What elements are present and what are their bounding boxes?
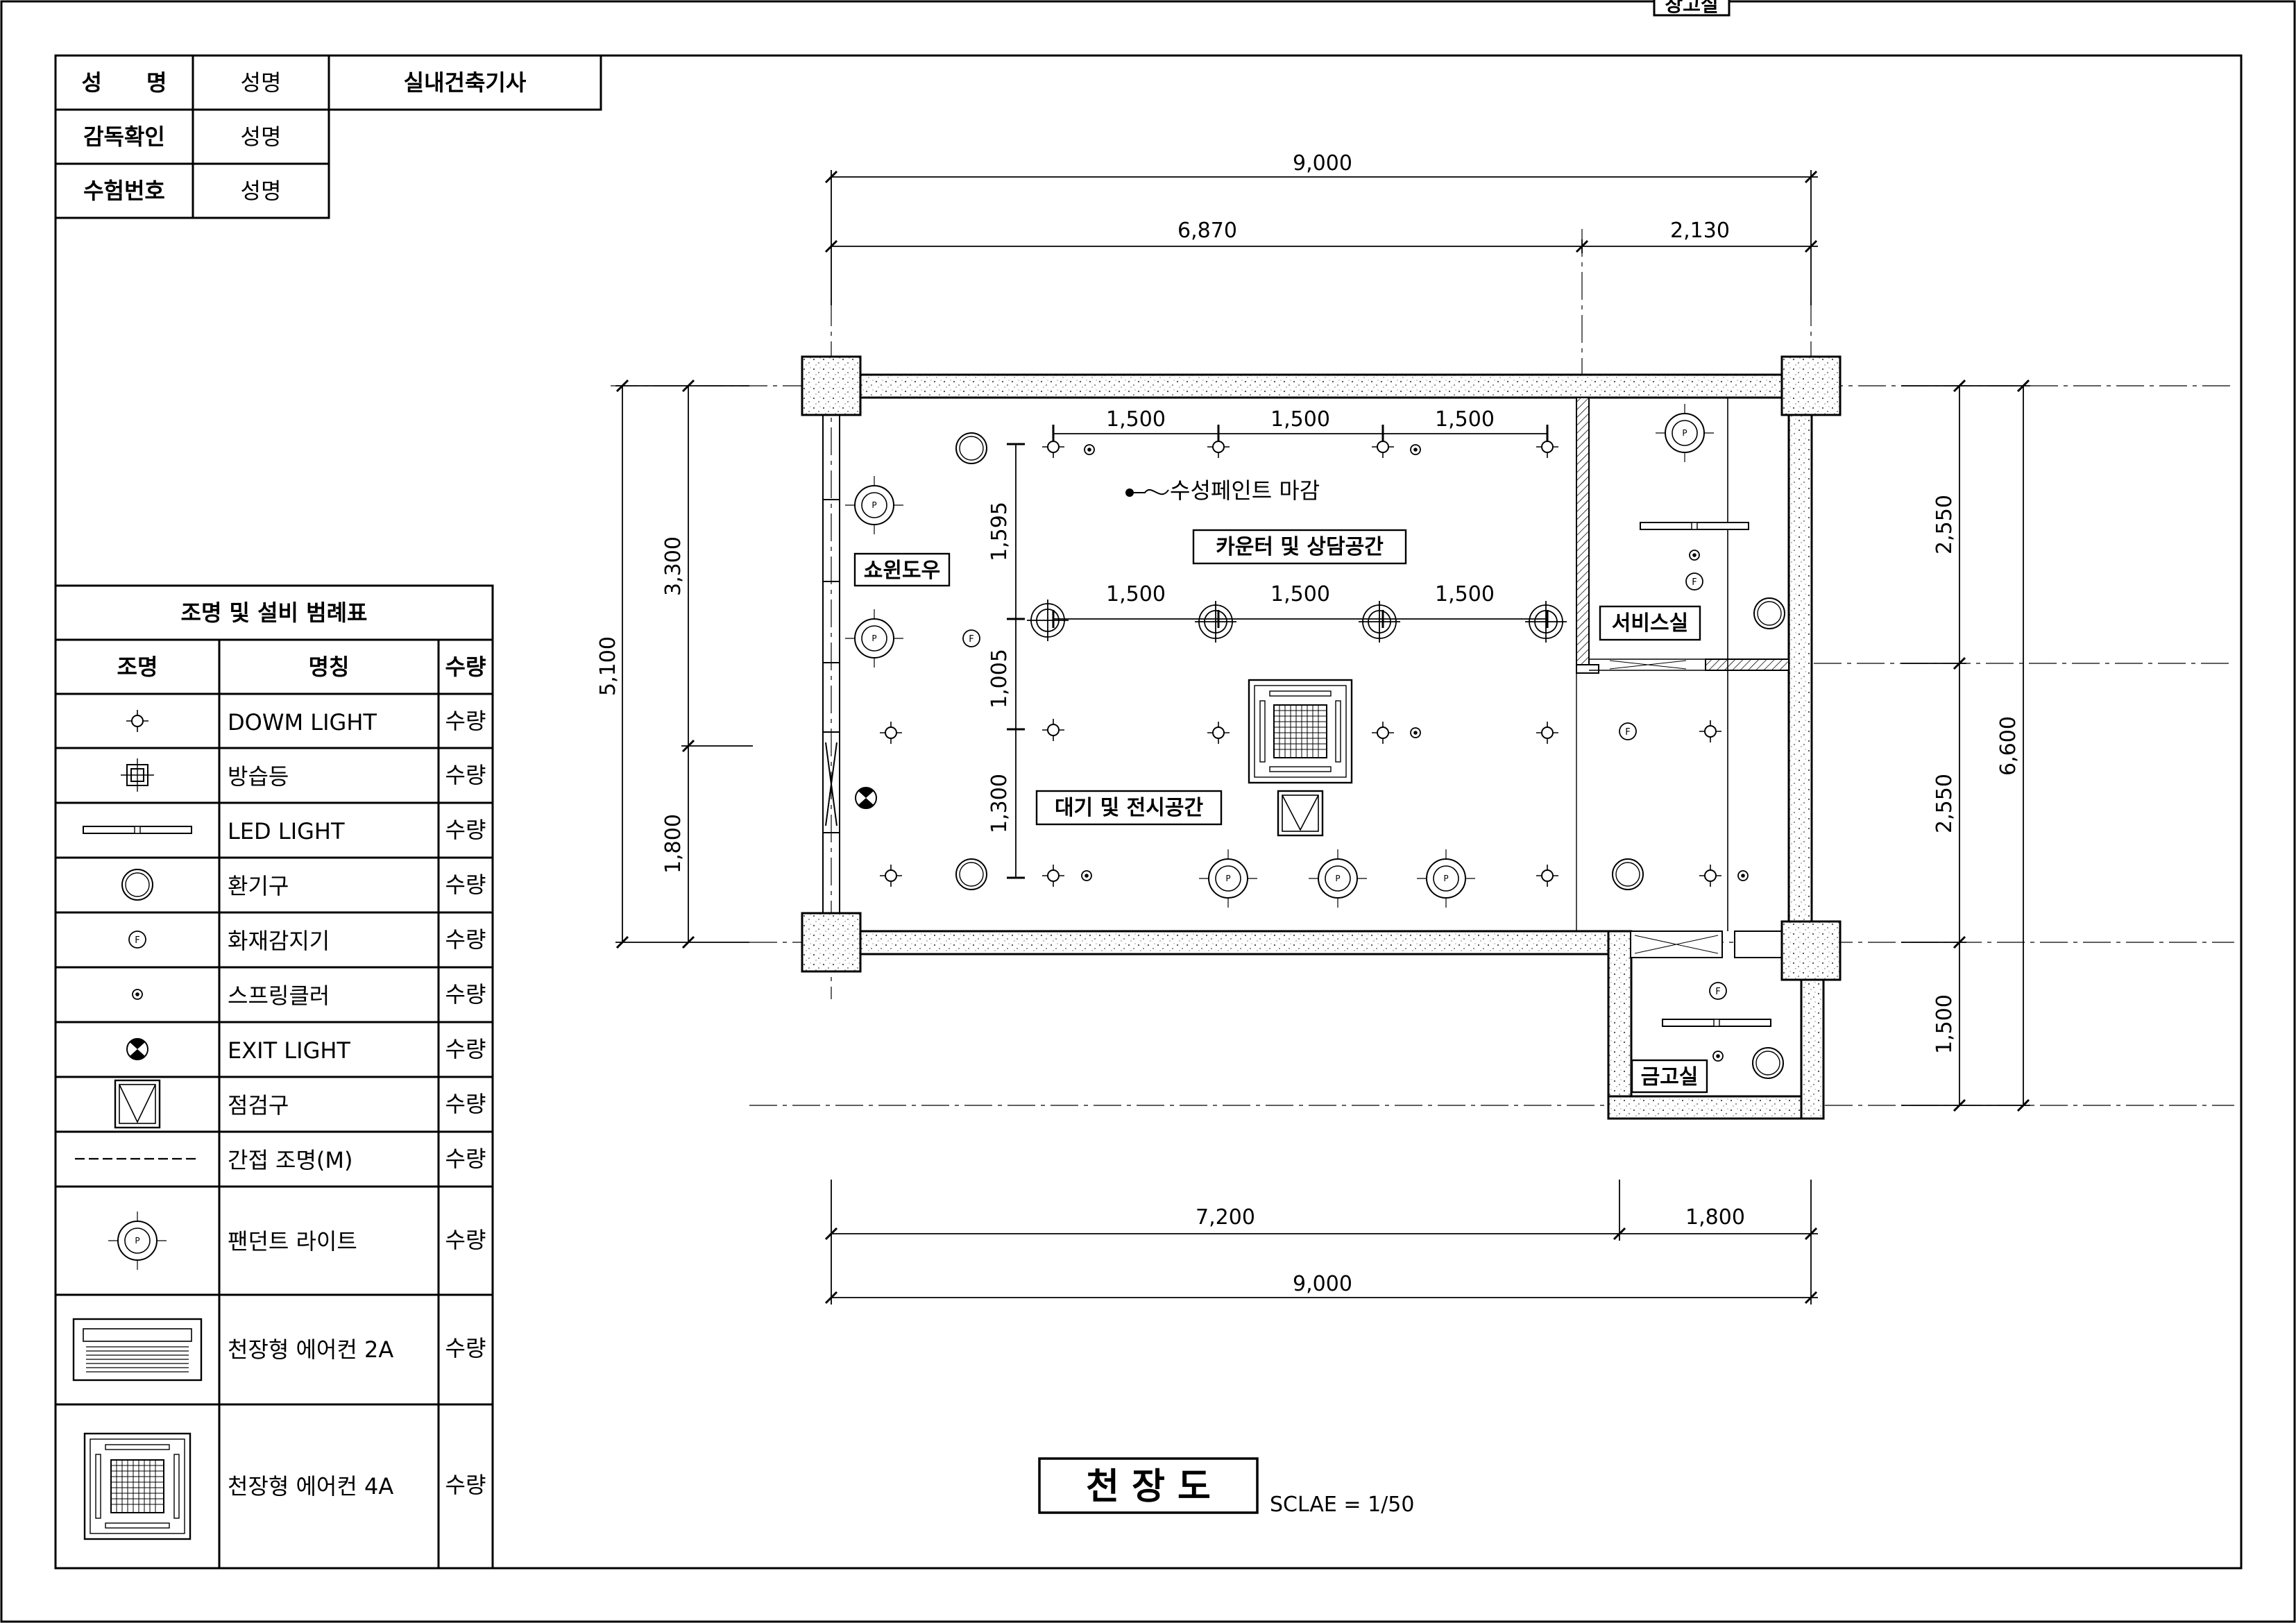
dim-left-total: 5,100 (596, 636, 620, 696)
room-label-vault: 금고실 (1641, 1065, 1699, 1089)
room-label-showwindow: 쇼윈도우 (864, 559, 940, 583)
aircon-4way-icon (1248, 679, 1353, 784)
pendant-light-icon (108, 1211, 167, 1271)
title-exam: 실내건축기사 (404, 69, 527, 96)
downlight-icon (1027, 600, 1567, 643)
dim-top-b: 2,130 (1670, 219, 1730, 243)
legend-item-qty: 수량 (445, 708, 486, 734)
exit-light-icon (126, 1038, 148, 1060)
legend-item-qty: 수량 (445, 1146, 486, 1172)
title-row-label-supervisor: 감독확인 (83, 124, 165, 150)
room-label-service: 서비스실 (1612, 611, 1688, 636)
drawing-title-box (1038, 1457, 1259, 1514)
legend-item-name: 방습등 (228, 763, 289, 790)
room-label-counter: 카운터 및 상담공간 (1216, 535, 1384, 559)
top-cut-label-box (1653, 0, 1730, 17)
legend-title: 조명 및 설비 범례표 (181, 600, 368, 626)
sprinkler-icon (1081, 444, 1749, 1062)
dim-inner-mid-3: 1,500 (1435, 582, 1495, 606)
legend-item-name: LED LIGHT (228, 818, 345, 844)
legend-item-qty: 수량 (445, 872, 486, 898)
title-row-value-exam-no: 성명 (241, 178, 282, 204)
legend-item-name: 환기구 (228, 873, 289, 899)
legend-table (54, 584, 494, 1570)
exterior-walls (830, 373, 1825, 1120)
legend-header-qty: 수량 (445, 654, 486, 680)
dim-bottom-b: 1,800 (1685, 1205, 1745, 1230)
dim-right-total: 6,600 (1996, 716, 2021, 776)
top-cut-label: 창고실 (1665, 0, 1718, 16)
access-hatch-icon (114, 1079, 161, 1129)
room-label-box (1631, 1059, 1708, 1094)
legend-item-qty: 수량 (445, 926, 486, 953)
aircon-4way-icon (83, 1432, 192, 1540)
aircon-2way-icon (72, 1318, 203, 1382)
ventilator-icon (121, 869, 153, 901)
dim-right-c: 1,500 (1932, 994, 1957, 1054)
moisture-proof-light-icon (121, 758, 154, 792)
legend-item-name: 천장형 에어컨 2A (228, 1336, 393, 1363)
dim-inner-top-2: 1,500 (1270, 407, 1330, 432)
dimension-lines (615, 170, 2030, 1305)
dim-inner-v-2: 1,005 (987, 649, 1012, 708)
legend-item-name: 천장형 에어컨 4A (228, 1473, 393, 1499)
led-light-icon (1662, 1019, 1771, 1027)
legend-item-qty: 수량 (445, 1227, 486, 1253)
room-label-box (853, 552, 951, 587)
dim-inner-v-3: 1,300 (987, 774, 1012, 833)
room-label-box (1035, 790, 1223, 826)
drawing-title: 천 장 도 (1086, 1466, 1211, 1508)
legend-item-name: 스프링클러 (228, 983, 330, 1009)
dim-inner-top-1: 1,500 (1106, 407, 1166, 432)
room-label-box (1599, 605, 1701, 641)
dim-right-a: 2,550 (1932, 495, 1957, 554)
drawing-scale: SCLAE = 1/50 (1270, 1493, 1414, 1517)
finish-note: 수성페인트 마감 (1170, 477, 1320, 504)
dim-inner-top-3: 1,500 (1435, 407, 1495, 432)
legend-item-name: 팬던트 라이트 (228, 1228, 357, 1255)
legend-item-qty: 수량 (445, 817, 486, 843)
room-label-box (1192, 529, 1407, 565)
legend-item-name: DOWM LIGHT (228, 709, 377, 736)
finish-note-leader (1125, 488, 1169, 497)
legend-item-qty: 수량 (445, 981, 486, 1008)
dim-inner-v-1: 1,595 (987, 502, 1012, 561)
legend-item-name: 화재감지기 (228, 928, 330, 954)
dim-left-a: 3,300 (661, 536, 686, 596)
legend-item-name: 점검구 (228, 1092, 289, 1119)
dim-inner-mid-1: 1,500 (1106, 582, 1166, 606)
legend-item-qty: 수량 (445, 1091, 486, 1117)
legend-header-name: 명칭 (309, 654, 350, 680)
legend-item-qty: 수량 (445, 1335, 486, 1361)
legend-item-qty: 수량 (445, 1472, 486, 1498)
dim-right-b: 2,550 (1932, 774, 1957, 833)
legend-header-icon: 조명 (117, 654, 158, 680)
legend-item-name: EXIT LIGHT (228, 1037, 350, 1064)
led-light-icon (1640, 522, 1749, 530)
title-row-value-supervisor: 성명 (241, 124, 282, 150)
title-block (54, 54, 602, 219)
downlight-icon (126, 709, 149, 733)
dim-top-a: 6,870 (1177, 219, 1237, 243)
dim-top-total: 9,000 (1293, 151, 1352, 176)
interior-partitions (1576, 397, 1789, 958)
dim-inner-mid-2: 1,500 (1270, 582, 1330, 606)
access-hatch-icon (1277, 790, 1324, 837)
legend-item-qty: 수량 (445, 1036, 486, 1062)
title-row-label-name: 성 명 (82, 69, 167, 96)
legend-item-qty: 수량 (445, 762, 486, 788)
title-row-value-name: 성명 (241, 69, 282, 96)
title-row-label-exam-no: 수험번호 (83, 178, 165, 204)
led-light-icon (83, 826, 192, 834)
dim-bottom-total: 9,000 (1293, 1272, 1352, 1296)
fire-detector-icon (128, 931, 146, 949)
dim-left-b: 1,800 (661, 814, 686, 874)
legend-item-name: 간접 조명(M) (228, 1147, 353, 1173)
sprinkler-icon (132, 989, 143, 1000)
dim-bottom-a: 7,200 (1196, 1205, 1255, 1230)
room-label-waiting: 대기 및 전시공간 (1055, 796, 1203, 820)
exit-light-icon (855, 787, 877, 809)
